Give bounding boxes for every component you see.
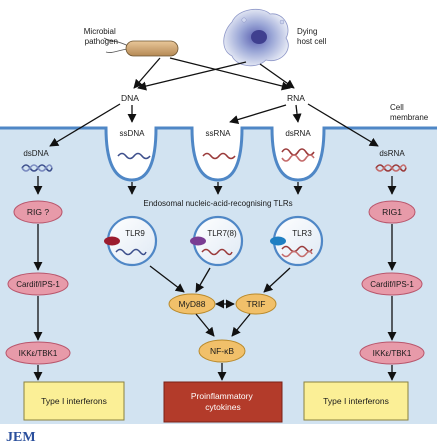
cytokines-box [163, 381, 283, 423]
arrow-tlr3-trif [263, 267, 291, 293]
cardif-label-right: Cardif/IPS-1 [370, 280, 414, 289]
cardif-node-left [7, 272, 69, 296]
tlr7-label: TLR7(8) [207, 229, 237, 238]
ikk-node-left [5, 341, 71, 365]
type1-ifn-label-right: Type I interferons [323, 396, 389, 406]
rig-unknown-node [13, 200, 63, 224]
ssrna-strand-icon [202, 152, 236, 160]
tlr3-receptor-icon [270, 236, 286, 246]
arrow-tlr9-myd88 [149, 265, 185, 293]
endosome-tlr7: TLR7(8) [190, 215, 244, 267]
trif-node [235, 293, 277, 315]
myd88-node [168, 293, 216, 315]
endosome-ligand-dsrna: dsRNA [285, 129, 311, 138]
arrow-tlr7-myd88 [195, 267, 211, 293]
tlr9-receptor-icon [104, 236, 120, 246]
ikk-label-right: IKKε/TBK1 [373, 349, 412, 358]
dsdna-helix-icon [21, 164, 53, 172]
nfkb-label: NF-κB [210, 346, 234, 356]
dying-host-cell-label: Dying host cell [297, 27, 327, 46]
arrow-hostcell-dna [137, 61, 247, 91]
arrow-dna-dsdna [49, 103, 121, 147]
arrow-rna-ssrna [229, 104, 287, 124]
right-ligand-label: dsRNA [379, 149, 405, 158]
endosome-ligand-ssrna: ssRNA [206, 129, 232, 138]
arrow-hostcell-rna [259, 63, 295, 89]
rig1-node [368, 200, 416, 224]
tlr9-label: TLR9 [125, 229, 145, 238]
tlr-heading: Endosomal nucleic-acid-recognising TLRs [143, 199, 292, 208]
endosome-tlr9: TLR9 [104, 215, 158, 267]
left-ligand-label: dsDNA [23, 149, 49, 158]
rna-label: RNA [287, 93, 305, 103]
arrow-myd88-nfkb [195, 313, 215, 337]
arrow-rna-dsrna-cyto [307, 103, 379, 147]
dying-host-cell-icon [223, 8, 289, 67]
rig1-label: RIG1 [382, 207, 402, 217]
rig-unknown-label: RIG ? [27, 207, 49, 217]
tlr7-receptor-icon [190, 236, 206, 246]
microbial-pathogen-icon [103, 37, 179, 57]
cytokines-label: Proinflammatory cytokines [191, 391, 255, 412]
dsrna-helix-icon [375, 164, 407, 172]
cardif-label-left: Cardif/IPS-1 [16, 280, 60, 289]
cell-membrane-label: Cell membrane [390, 103, 429, 122]
type1-ifn-box-left [23, 381, 125, 421]
endosome-ligand-ssdna: ssDNA [120, 129, 146, 138]
jem-logo: JEM [6, 430, 36, 444]
dna-label: DNA [121, 93, 139, 103]
arrow-pathogen-rna [169, 57, 291, 91]
type1-ifn-label-left: Type I interferons [41, 396, 107, 406]
tlr3-label: TLR3 [292, 229, 312, 238]
trif-label: TRIF [247, 299, 266, 309]
ssdna-strand-icon [117, 152, 151, 160]
myd88-label: MyD88 [179, 299, 206, 309]
nfkb-node [198, 339, 246, 363]
cytoplasm [0, 128, 437, 424]
ikk-label-left: IKKε/TBK1 [19, 349, 58, 358]
arrow-trif-nfkb [231, 313, 251, 337]
cell-membrane [0, 126, 437, 182]
dsrna-strand-icon [281, 148, 315, 162]
cardif-node-right [361, 272, 423, 296]
microbial-pathogen-label: Microbial pathogen [84, 27, 118, 46]
type1-ifn-box-right [303, 381, 409, 421]
endosome-tlr3: TLR3 [270, 215, 324, 267]
ikk-node-right [359, 341, 425, 365]
arrow-rna-dsrna [292, 104, 302, 123]
